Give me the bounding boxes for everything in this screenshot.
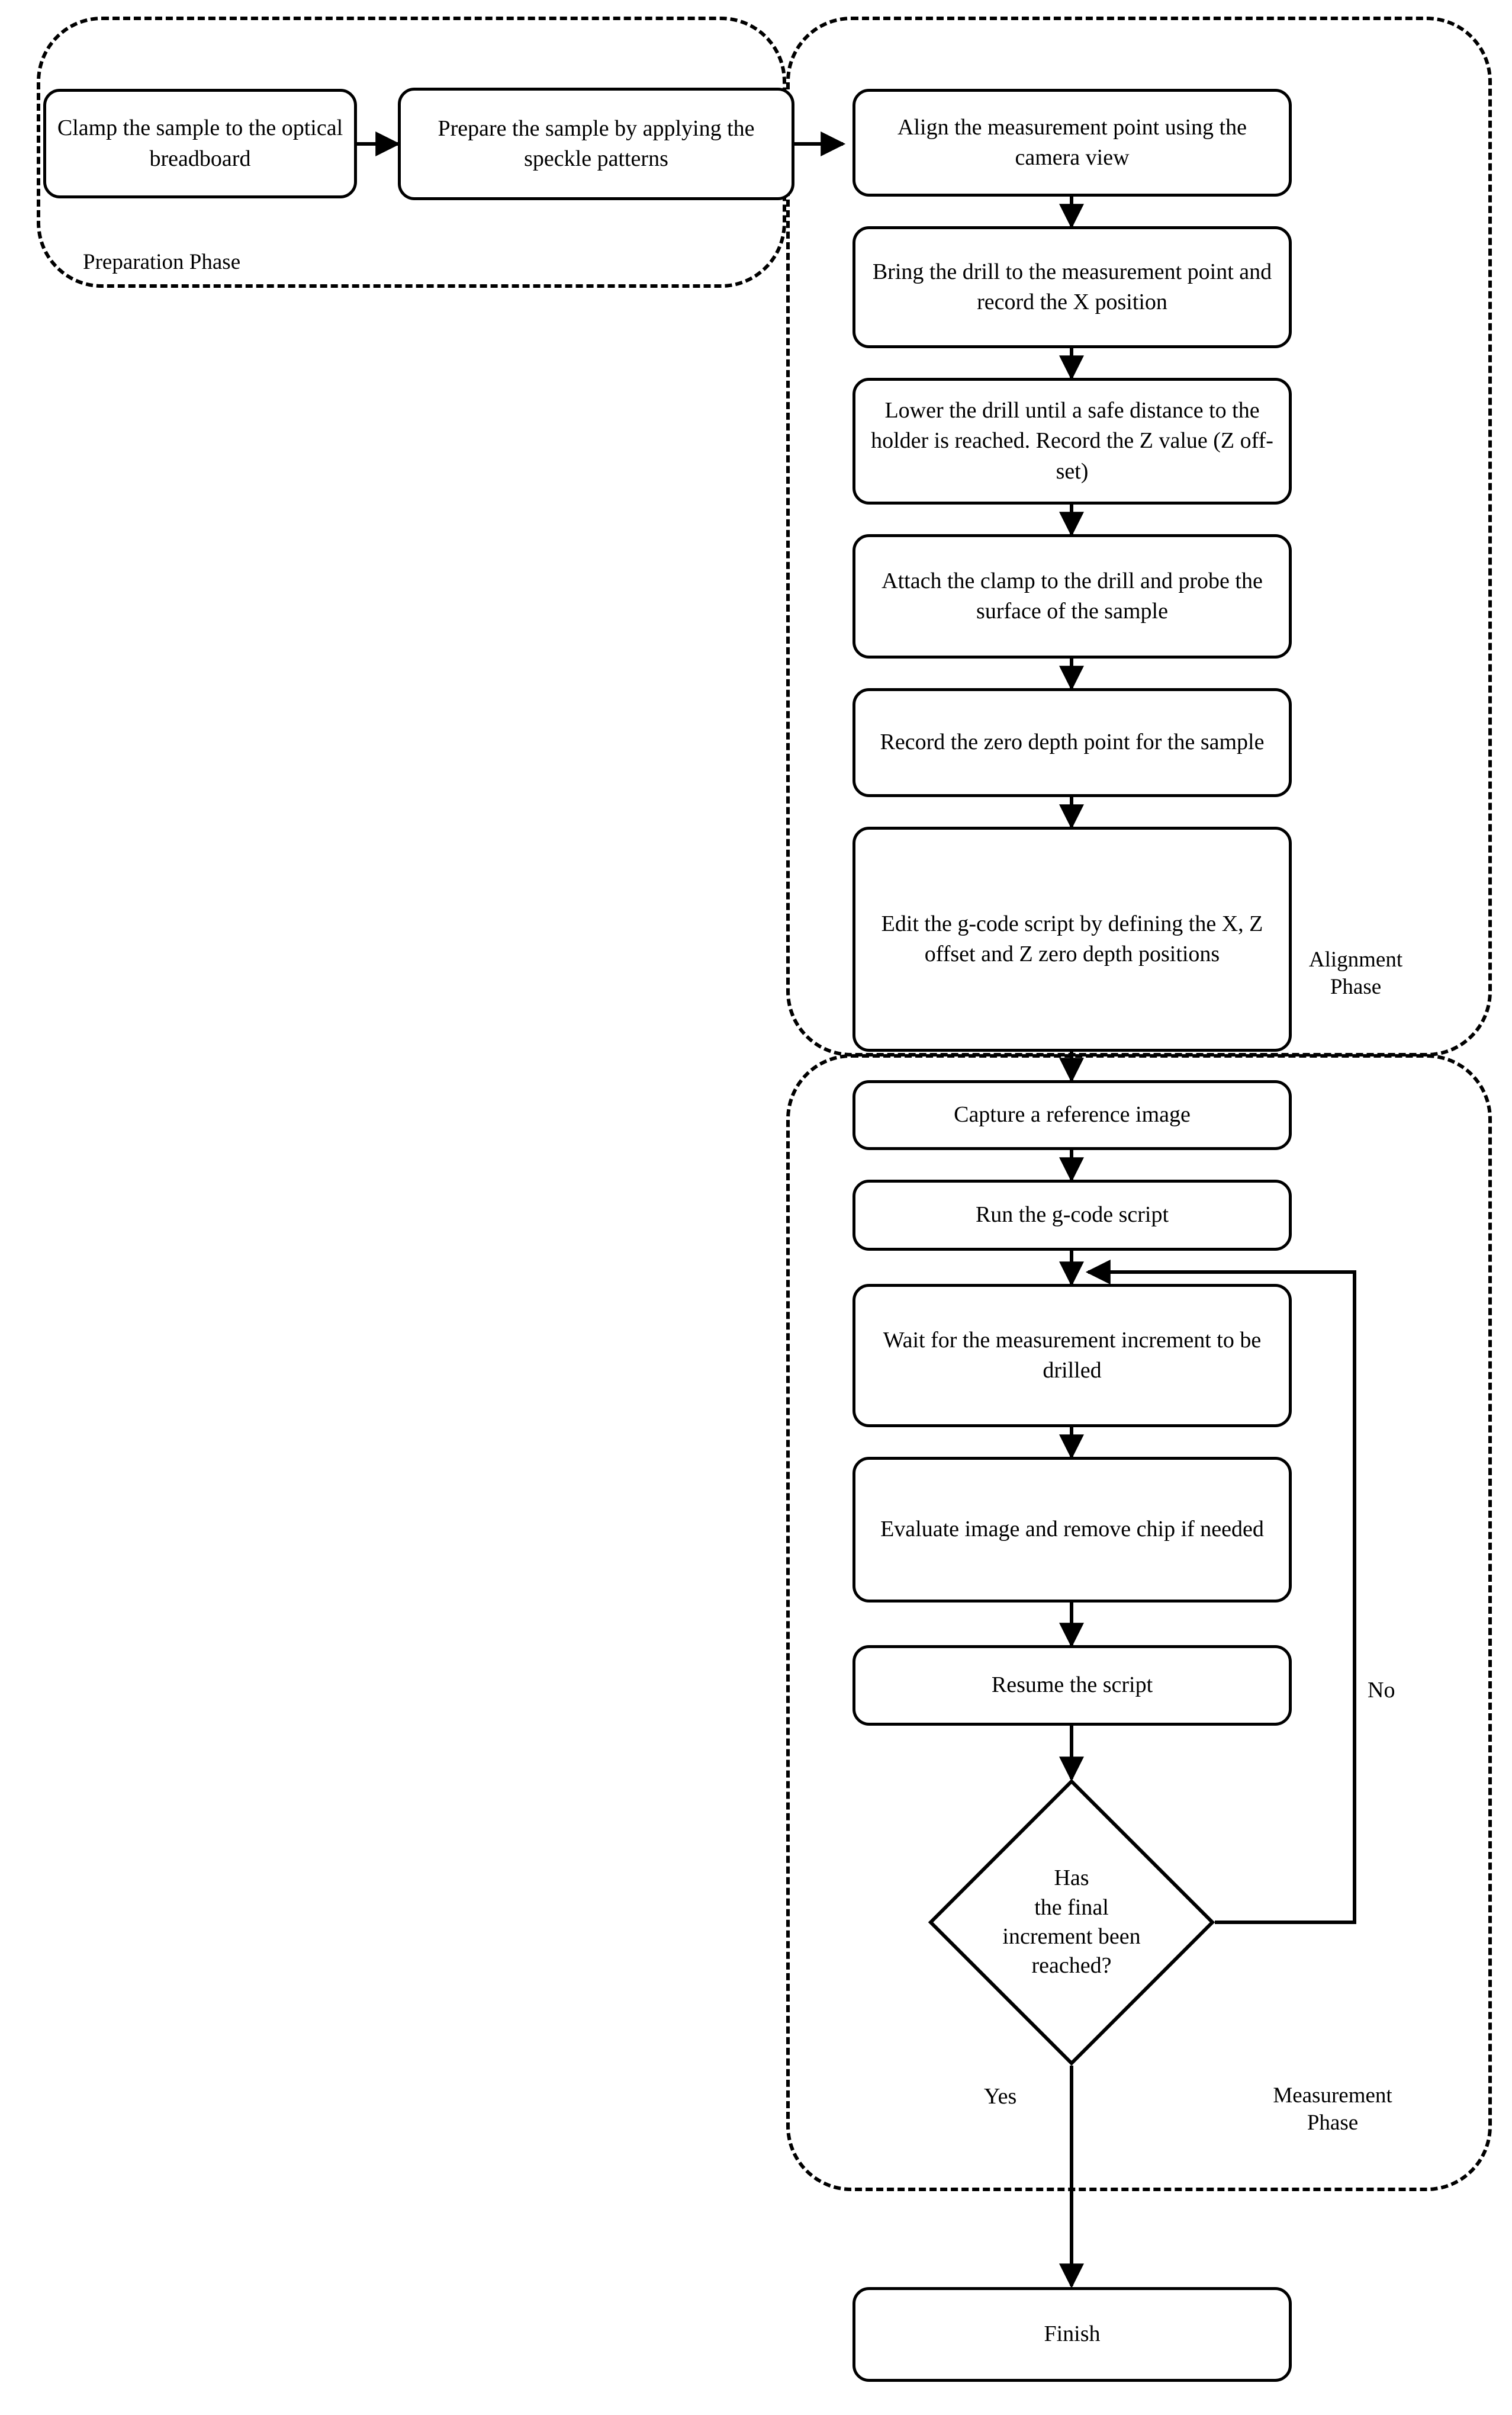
node-label: Lower the drill until a safe distance to… <box>871 398 1273 484</box>
diamond-shape <box>928 1778 1215 2066</box>
node-label: Resume the script <box>991 1672 1153 1698</box>
node-label: Record the zero depth point for the samp… <box>880 730 1265 755</box>
phase-container-measurement <box>786 1054 1492 2191</box>
edge-label-no: No <box>1368 1678 1395 1703</box>
node-label: Capture a reference image <box>954 1102 1191 1128</box>
node-attach-the-clamp[interactable]: Attach the clamp to the drill and probe … <box>852 534 1292 659</box>
node-label: Edit the g-code script by defining the X… <box>881 911 1263 966</box>
node-label: Finish <box>1044 2321 1101 2347</box>
node-label: Attach the clamp to the drill and probe … <box>882 568 1263 624</box>
node-evaluate-image[interactable]: Evaluate image and remove chip if needed <box>852 1457 1292 1602</box>
node-capture-reference-image[interactable]: Capture a reference image <box>852 1080 1292 1150</box>
node-label: Prepare the sample by applying the speck… <box>437 115 755 171</box>
node-label: Run the g-code script <box>975 1202 1169 1228</box>
node-prepare-the-sample[interactable]: Prepare the sample by applying the speck… <box>398 88 794 200</box>
node-label: Clamp the sample to the optical breadboa… <box>57 115 343 171</box>
node-edit-gcode-script[interactable]: Edit the g-code script by defining the X… <box>852 827 1292 1052</box>
node-decision-final-increment[interactable]: Has the final increment been reached? <box>928 1778 1215 2066</box>
phase-label-preparation: Preparation Phase <box>83 250 241 274</box>
node-resume-the-script[interactable]: Resume the script <box>852 1645 1292 1726</box>
node-record-zero-depth[interactable]: Record the zero depth point for the samp… <box>852 688 1292 797</box>
phase-label-measurement: Measurement Phase <box>1273 2083 1392 2135</box>
node-bring-the-drill[interactable]: Bring the drill to the measurement point… <box>852 226 1292 348</box>
edge-no-loop <box>1085 1260 1356 1924</box>
edge-label-yes: Yes <box>984 2084 1017 2109</box>
node-align-measurement-point[interactable]: Align the measurement point using the ca… <box>852 89 1292 197</box>
node-finish[interactable]: Finish <box>852 2287 1292 2382</box>
node-clamp-the-sample[interactable]: Clamp the sample to the optical breadboa… <box>43 89 357 198</box>
node-lower-the-drill[interactable]: Lower the drill until a safe distance to… <box>852 378 1292 505</box>
node-label: Align the measurement point using the ca… <box>897 114 1247 170</box>
node-label: Evaluate image and remove chip if needed <box>880 1517 1264 1542</box>
node-run-gcode-script[interactable]: Run the g-code script <box>852 1180 1292 1251</box>
node-wait-for-increment[interactable]: Wait for the measurement increment to be… <box>852 1284 1292 1427</box>
node-label: Wait for the measurement increment to be… <box>883 1327 1262 1383</box>
phase-label-alignment: Alignment Phase <box>1308 948 1403 1000</box>
node-label: Bring the drill to the measurement point… <box>872 259 1272 314</box>
